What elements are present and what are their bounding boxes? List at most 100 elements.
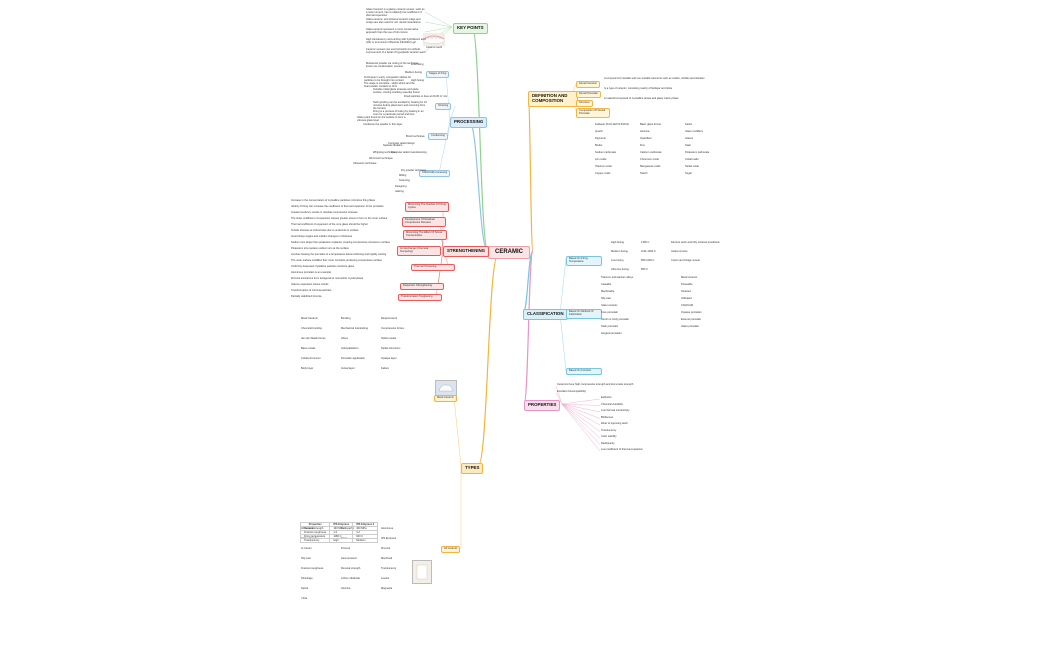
definition-leaf[interactable]: Alumina: [640, 130, 650, 133]
branch-properties[interactable]: PROPERTIES: [524, 400, 561, 411]
types-leaf[interactable]: Magnesia: [381, 587, 393, 590]
definition-leaf[interactable]: Copper oxide: [595, 172, 611, 175]
types-leaf[interactable]: Gold-palladium: [341, 347, 359, 350]
types-leaf[interactable]: Alloys: [341, 337, 348, 340]
processing-leaf[interactable]: Scanning: [399, 179, 410, 182]
branch-definition-and-composition[interactable]: DEFINITION AND COMPOSITION: [528, 91, 578, 107]
processing-leaf[interactable]: Computer aided design: [388, 142, 415, 145]
processing-leaf[interactable]: Technique in early, compaction allows fo…: [364, 76, 412, 82]
processing-leaf[interactable]: Moistened powder via mixing of the techn…: [366, 62, 420, 68]
classification-leaf[interactable]: Slip cast: [601, 297, 611, 300]
key-point[interactable]: High translucency and etching with hydro…: [366, 38, 426, 44]
processing-leaf[interactable]: Wet brush technique: [369, 157, 393, 160]
branch-key-points[interactable]: KEY POINTS: [453, 23, 488, 34]
types-leaf[interactable]: Shrinkage: [301, 577, 313, 580]
types-leaf[interactable]: Mechanical interlocking: [341, 327, 368, 330]
definition-subnode[interactable]: Dental Ceramic: [576, 81, 600, 88]
classification-leaf[interactable]: Glass ceramic: [601, 304, 618, 307]
branch-strengthening[interactable]: STRENGTHENING: [443, 246, 490, 257]
types-leaf[interactable]: Lithium disilicate: [341, 577, 361, 580]
properties-leaf[interactable]: Low thermal conductivity: [601, 409, 630, 412]
processing-leaf[interactable]: Spatula vibration: [383, 144, 403, 147]
classification-leaf[interactable]: Glaze porcelain: [681, 325, 700, 328]
types-subnode[interactable]: All Ceramic: [441, 546, 461, 553]
classification-leaf[interactable]: High fusing: [611, 241, 624, 244]
key-point[interactable]: Glass Ceramic is a glassy ceramic veneer…: [366, 8, 425, 17]
classification-leaf[interactable]: 1300 C: [641, 241, 650, 244]
processing-leaf[interactable]: Dry powder technique: [401, 169, 427, 172]
processing-leaf[interactable]: Whipping technique: [373, 151, 396, 154]
classification-leaf[interactable]: Dentin or body porcelain: [601, 318, 630, 321]
strengthening-leaf[interactable]: Transformation of zirconia particles: [291, 289, 332, 292]
classification-leaf[interactable]: Enamel porcelain: [681, 318, 702, 321]
definition-leaf[interactable]: Titanium oxide: [595, 165, 612, 168]
processing-subnode[interactable]: Stages of firing: [426, 71, 450, 78]
definition-subnode[interactable]: Structure: [576, 100, 593, 107]
classification-leaf[interactable]: Gingival porcelain: [601, 332, 622, 335]
processing-leaf[interactable]: Glaze paint found on the surface to form…: [357, 116, 406, 122]
key-point[interactable]: Ceramic veneers are used primarily for e…: [366, 48, 426, 54]
definition-leaf[interactable]: Quartz: [595, 130, 603, 133]
classification-leaf[interactable]: 1101-1300 C: [641, 250, 656, 253]
types-leaf[interactable]: Van der Waals forces: [301, 337, 326, 340]
processing-leaf[interactable]: Milling: [399, 174, 407, 177]
strengthening-subnode[interactable]: Minimizing The Number Of Firing Cycles: [405, 202, 449, 212]
definition-leaf[interactable]: Stain: [685, 144, 691, 147]
strengthening-leaf[interactable]: Thermal coefficient of expansion of the …: [291, 223, 368, 226]
processing-subnode[interactable]: Condensing: [428, 133, 448, 140]
processing-subnode[interactable]: CAD/CAM processing: [419, 170, 451, 177]
processing-leaf[interactable]: Designing: [395, 185, 407, 188]
classification-leaf[interactable]: Core porcelain: [601, 311, 618, 314]
types-leaf[interactable]: Leucite: [381, 577, 390, 580]
strengthening-leaf[interactable]: Avoid sharp angles and sudden changes in…: [291, 235, 353, 238]
properties-leaf[interactable]: Translucency: [601, 428, 617, 432]
types-leaf[interactable]: Requirements: [381, 317, 398, 320]
types-leaf[interactable]: Fracture toughness: [301, 567, 324, 570]
types-leaf[interactable]: Noble metals: [381, 337, 397, 340]
processing-leaf[interactable]: The stage is complete - slight shrink an…: [364, 82, 415, 88]
classification-leaf[interactable]: Castable: [601, 283, 612, 286]
processing-leaf[interactable]: Includes initial glaze stresses and glaz…: [373, 88, 420, 94]
classification-leaf[interactable]: Infiltrated: [681, 297, 692, 300]
classification-leaf[interactable]: 850 C: [641, 268, 648, 271]
branch-types[interactable]: TYPES: [461, 463, 484, 474]
definition-leaf[interactable]: Calcium carbonate: [640, 151, 662, 154]
definition-leaf[interactable]: Sugar: [685, 172, 692, 175]
properties-leaf[interactable]: Esthetics: [601, 396, 612, 399]
classification-leaf[interactable]: Ultra low fusing: [611, 268, 629, 271]
properties-leaf[interactable]: Radiopacity: [601, 441, 615, 445]
strengthening-leaf[interactable]: Increase in the concentration of crystal…: [291, 199, 376, 202]
types-leaf[interactable]: Bonding: [341, 317, 351, 320]
classification-subnode[interactable]: Based On Method Of Fabrication: [566, 309, 602, 319]
definition-leaf[interactable]: Opacifiers: [640, 137, 652, 140]
definition-leaf[interactable]: Is a type of ceramic, consisting mainly …: [604, 87, 673, 90]
types-leaf[interactable]: Spinel: [301, 587, 309, 590]
classification-subnode[interactable]: Based On Firing Temperature: [566, 256, 602, 266]
strengthening-subnode[interactable]: Minimizing The Effect Of Stress Concentr…: [403, 230, 447, 240]
types-leaf[interactable]: Zirconia: [381, 547, 391, 550]
classification-leaf[interactable]: Medium fusing: [611, 250, 628, 253]
types-leaf[interactable]: Procera: [341, 547, 351, 550]
strengthening-leaf[interactable]: Greater tendency results in residual com…: [291, 211, 358, 214]
strengthening-leaf[interactable]: Variety of firing can increase the coeff…: [291, 205, 384, 208]
properties-leaf[interactable]: Wear of opposing teeth: [601, 422, 628, 425]
processing-subnode[interactable]: Sintering: [435, 103, 452, 110]
definition-leaf[interactable]: A material composed of crystalline phase…: [604, 97, 679, 100]
definition-leaf[interactable]: Nickel oxide: [685, 165, 699, 168]
types-leaf[interactable]: Heat pressed: [341, 557, 357, 560]
definition-leaf[interactable]: Cobalt salts: [685, 158, 699, 161]
definition-subnode[interactable]: Dental Porcelain: [576, 91, 602, 98]
strengthening-leaf[interactable]: Partially stabilized zirconia: [291, 295, 322, 298]
definition-leaf[interactable]: Kaolin: [685, 123, 693, 126]
types-leaf[interactable]: In-Ceram: [301, 547, 312, 550]
definition-leaf[interactable]: Potassium carbonate: [685, 151, 710, 154]
key-point[interactable]: Glass-ceramic, and sintered ceramic inla…: [366, 18, 421, 24]
definition-leaf[interactable]: Sodium carbonate: [595, 151, 617, 154]
types-leaf[interactable]: Metal Ceramic: [301, 317, 318, 320]
classification-leaf[interactable]: Opaque porcelain: [681, 311, 702, 314]
branch-classification[interactable]: CLASSIFICATION: [523, 309, 568, 320]
definition-leaf[interactable]: Flux: [640, 144, 645, 147]
classification-subnode[interactable]: Based On Function: [566, 368, 602, 375]
strengthening-leaf[interactable]: Involves heating the porcelain to a temp…: [291, 253, 387, 256]
strengthening-leaf[interactable]: The lower coefficient of expansion cause…: [291, 217, 388, 220]
